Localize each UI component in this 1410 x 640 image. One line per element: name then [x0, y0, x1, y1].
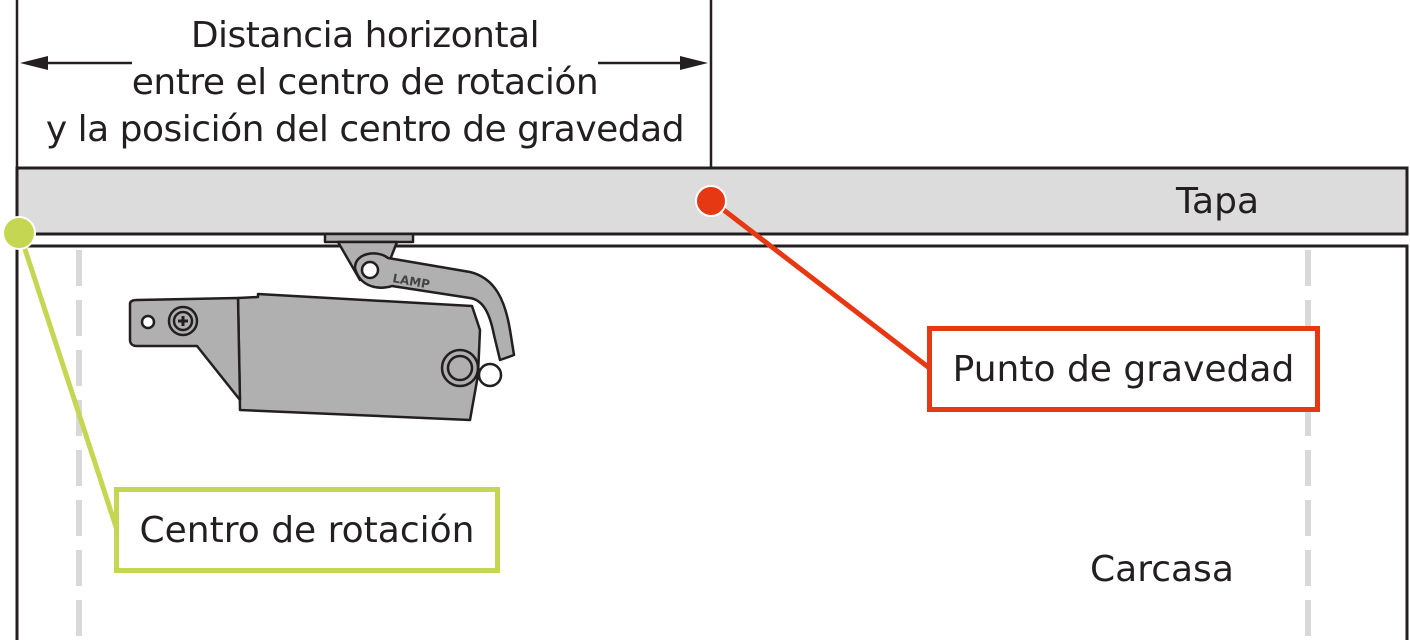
gravity-leader-line: [710, 199, 934, 372]
dimension-label-line-2: entre el centro de rotación: [131, 62, 599, 103]
hinge-hole: [140, 314, 156, 330]
hinge-mechanism: LAMP: [128, 232, 516, 422]
rotation-center-callout: Centro de rotación: [114, 487, 500, 573]
dimension-label-line-1: Distancia horizontal: [190, 15, 540, 56]
screw-cross-icon: [178, 316, 188, 326]
hinge-arm: [353, 252, 516, 362]
dimension-arrow-right: [598, 56, 708, 70]
dimension-arrow-left: [20, 56, 132, 70]
gravity-point-marker: [695, 185, 727, 217]
hinge-brand-mark: LAMP: [391, 271, 431, 291]
dimension-label-line-3: y la posición del centro de gravedad: [45, 109, 685, 150]
dimension-label: Distancia horizontal entre el centro de …: [18, 12, 712, 153]
rotation-leader-line: [17, 233, 120, 531]
lid-label: Tapa: [1176, 181, 1260, 222]
hinge-base-plate: [128, 296, 242, 402]
rotation-center-callout-text: Centro de rotación: [139, 509, 475, 551]
rotation-center-marker: [2, 216, 36, 250]
hinge-body: [236, 292, 482, 422]
hinge-lower-pivot: [477, 362, 503, 388]
hinge-pivot: [360, 260, 380, 280]
gravity-point-callout-text: Punto de gravedad: [952, 348, 1295, 390]
cabinet-label: Carcasa: [1090, 549, 1234, 590]
gravity-point-callout: Punto de gravedad: [927, 326, 1320, 412]
lid-panel: [15, 166, 1409, 236]
hinge-rivet-inner: [446, 354, 474, 382]
